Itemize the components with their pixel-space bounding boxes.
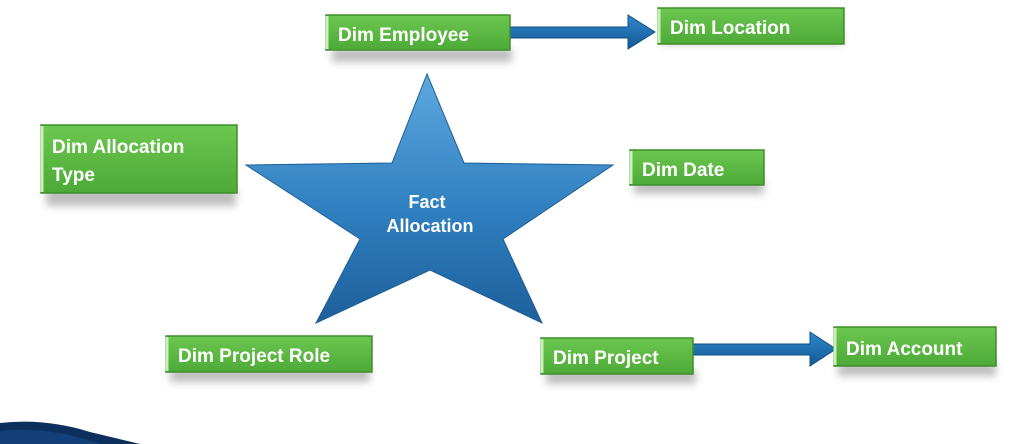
dim-allocation-type-box: Dim Allocation Type <box>40 124 238 194</box>
star-shape <box>244 72 615 325</box>
star-label-line1: Fact <box>408 192 445 212</box>
dim-allocation-type-label-line2: Type <box>52 165 95 186</box>
dim-employee-label: Dim Employee <box>338 25 469 46</box>
dim-project-role-box: Dim Project Role <box>165 335 373 373</box>
dim-date-box: Dim Date <box>629 149 765 186</box>
fact-allocation-star: Fact Allocation <box>244 72 615 325</box>
dim-location-label: Dim Location <box>670 18 790 39</box>
dim-account-label: Dim Account <box>846 339 963 360</box>
dim-date-label: Dim Date <box>642 160 724 181</box>
dim-account-box: Dim Account <box>833 326 997 367</box>
dim-project-role-label: Dim Project Role <box>178 346 330 367</box>
dim-employee-box: Dim Employee <box>325 14 511 51</box>
decorative-swoosh <box>0 421 140 444</box>
dim-project-label: Dim Project <box>553 348 659 369</box>
dim-location-box: Dim Location <box>657 7 845 45</box>
dim-allocation-type-label-line1: Dim Allocation <box>52 137 184 158</box>
dim-project-box: Dim Project <box>540 337 694 375</box>
arrow-employee-to-location <box>507 14 656 50</box>
star-label-line2: Allocation <box>386 216 473 236</box>
arrow-project-to-account <box>689 331 837 367</box>
